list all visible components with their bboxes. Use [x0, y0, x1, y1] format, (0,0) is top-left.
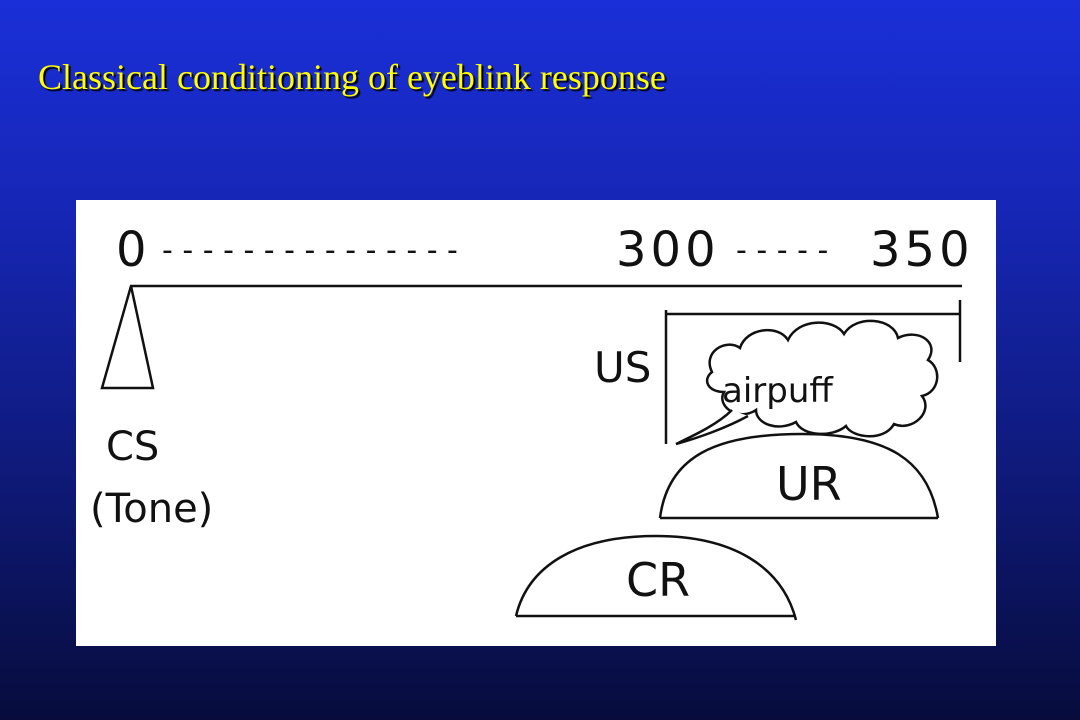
conditioning-timeline-diagram: 0 - - - - - - - - - - - - - - - 300 - - … [90, 222, 974, 621]
diagram-panel: 0 - - - - - - - - - - - - - - - 300 - - … [76, 200, 996, 646]
us-label: US [594, 343, 651, 392]
speech-bubble-tail [675, 409, 749, 446]
cs-tone-triangle [100, 285, 155, 390]
cs-sublabel: (Tone) [90, 486, 213, 532]
timeline-mid-label: 300 [616, 222, 720, 278]
cr-label: CR [626, 553, 690, 607]
airpuff-text: airpuff [722, 371, 834, 411]
timeline-dashes-2: - - - - - [736, 233, 828, 268]
cs-label: CS [106, 424, 159, 470]
ur-label: UR [776, 457, 842, 511]
timeline-end-label: 350 [870, 222, 974, 278]
timeline-start-label: 0 [116, 222, 147, 278]
ur-response-curve [658, 432, 940, 519]
cr-response-curve [514, 534, 798, 621]
airpuff-cloud-icon [705, 319, 939, 438]
timeline-dashes-1: - - - - - - - - - - - - - - - [162, 233, 458, 268]
slide-title: Classical conditioning of eyeblink respo… [38, 57, 666, 97]
